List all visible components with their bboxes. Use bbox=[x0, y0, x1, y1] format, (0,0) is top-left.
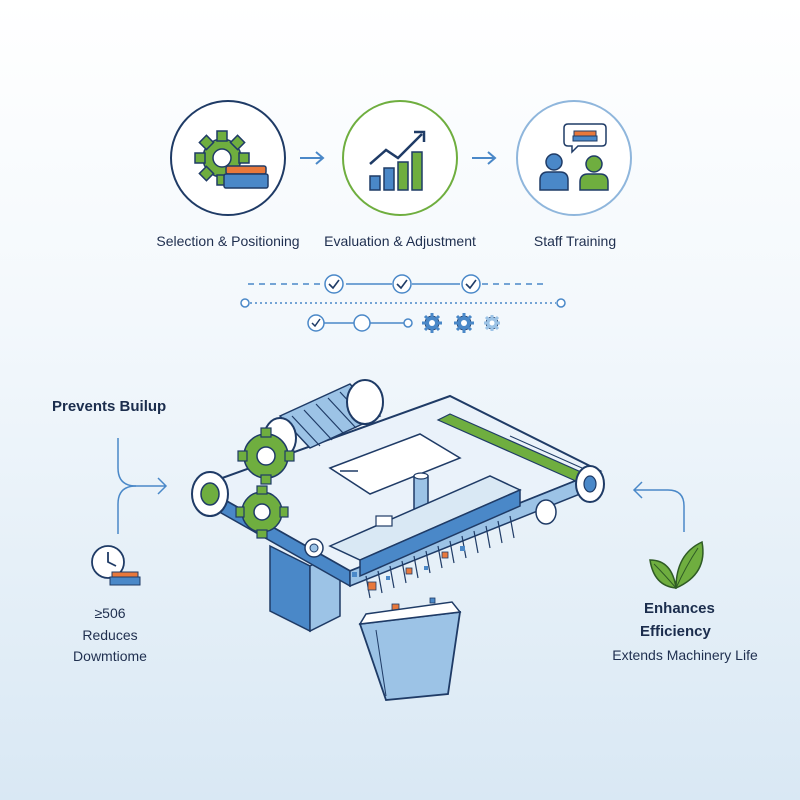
step-circle-selection bbox=[170, 100, 286, 216]
curved-arrow-right-icon bbox=[117, 438, 168, 534]
step-label-training: Staff Training bbox=[533, 233, 617, 249]
downtime-label: Dowmtiome bbox=[73, 648, 147, 664]
prevents-buildup-heading: Prevents Builup bbox=[52, 398, 167, 415]
gear-icon bbox=[237, 427, 295, 485]
machinery-life-label: Extends Machinery Life bbox=[612, 647, 758, 663]
check-circle-icon bbox=[324, 274, 481, 294]
reduces-label: Reduces bbox=[82, 627, 138, 643]
step-label-evaluation: Evaluation & Adjustment bbox=[324, 233, 476, 249]
gear-icon bbox=[235, 485, 289, 539]
leaf-icon bbox=[649, 540, 704, 590]
arrow-right-icon bbox=[300, 151, 325, 165]
curved-arrow-left-icon bbox=[632, 481, 685, 532]
conveyor-belt-cleaner-illustration bbox=[191, 379, 605, 701]
progress-timeline bbox=[240, 274, 566, 333]
enhances-heading: Enhances bbox=[644, 600, 715, 617]
step-label-selection: Selection & Positioning bbox=[156, 233, 300, 249]
trainer-team-icon bbox=[538, 122, 609, 191]
clock-brush-icon bbox=[91, 545, 141, 586]
arrow-right-icon bbox=[472, 151, 497, 165]
growth-chart-icon bbox=[368, 130, 425, 191]
downtime-stat: ≥506 bbox=[94, 605, 126, 621]
gear-brush-icon bbox=[193, 129, 269, 189]
step-circle-training bbox=[516, 100, 632, 216]
step-circle-evaluation bbox=[342, 100, 458, 216]
efficiency-heading: Efficiency bbox=[640, 623, 711, 640]
